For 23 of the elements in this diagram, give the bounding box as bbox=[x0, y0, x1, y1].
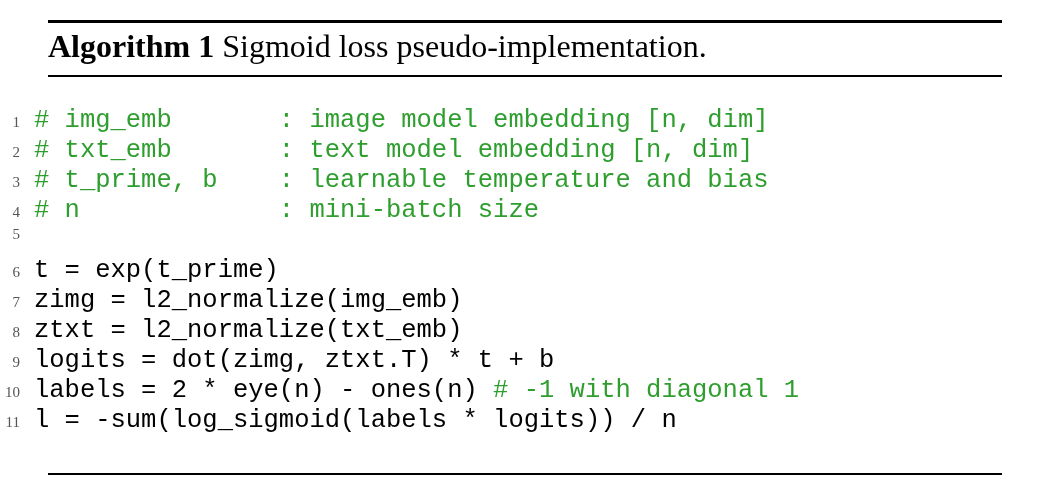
line-number: 11 bbox=[4, 414, 21, 431]
line-number: 10 bbox=[4, 384, 21, 401]
code-line: t = exp(t_prime) bbox=[34, 256, 279, 285]
code-line: zimg = l2_normalize(img_emb) bbox=[34, 286, 463, 315]
line-number: 5 bbox=[11, 226, 21, 243]
line-number: 6 bbox=[11, 264, 21, 281]
code-comment: # t_prime, b : learnable temperature and bias bbox=[34, 166, 769, 195]
code-line: l = -sum(log_sigmoid(labels * logits)) / n bbox=[34, 406, 677, 435]
line-number: 3 bbox=[11, 174, 21, 191]
code-line: ztxt = l2_normalize(txt_emb) bbox=[34, 316, 463, 345]
line-number: 7 bbox=[11, 294, 21, 311]
line-number: 8 bbox=[11, 324, 21, 341]
line-number: 9 bbox=[11, 354, 21, 371]
line-number: 2 bbox=[11, 144, 21, 161]
code-line: logits = dot(zimg, ztxt.T) * t + b bbox=[34, 346, 555, 375]
line-number: 1 bbox=[11, 114, 21, 131]
code-comment: # n : mini-batch size bbox=[34, 196, 539, 225]
line-number: 4 bbox=[11, 204, 21, 221]
code-comment: # txt_emb : text model embedding [n, dim] bbox=[34, 136, 754, 165]
code-comment: # img_emb : image model embedding [n, dim] bbox=[34, 106, 769, 135]
code-line: labels = 2 * eye(n) - ones(n) bbox=[34, 376, 478, 405]
algorithm-title: Algorithm 1 Sigmoid loss pseudo-implementation. bbox=[48, 28, 707, 65]
code-comment: # -1 with diagonal 1 bbox=[493, 376, 800, 405]
